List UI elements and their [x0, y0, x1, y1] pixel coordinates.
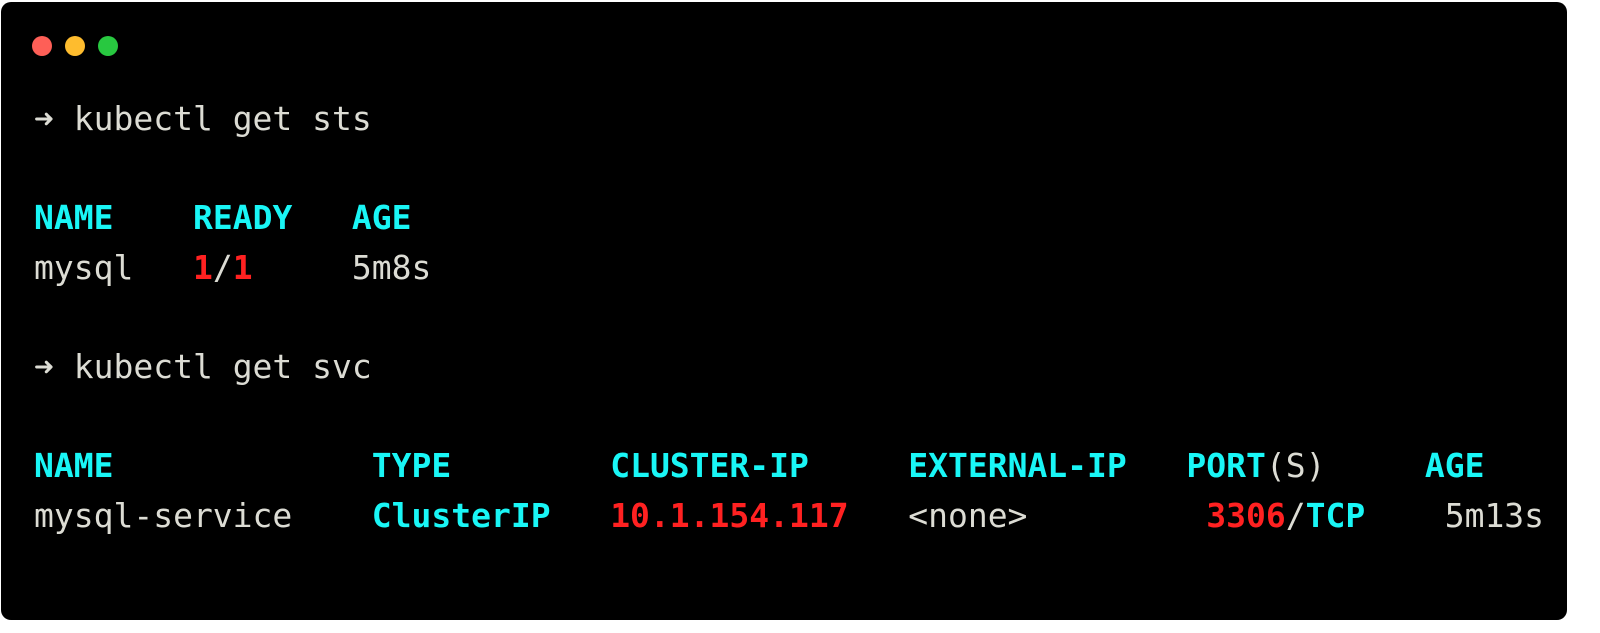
column-header: CLUSTER-IP: [610, 446, 809, 486]
terminal-output: ➜ kubectl get sts NAME READY AGE mysql 1…: [34, 94, 1564, 540]
svc-type: ClusterIP: [371, 495, 551, 535]
svc-protocol: TCP: [1305, 495, 1366, 535]
terminal-window: ➜ kubectl get sts NAME READY AGE mysql 1…: [1, 2, 1567, 620]
port-separator: /: [1285, 495, 1306, 535]
column-header: PORT: [1186, 446, 1266, 486]
command-line: ➜ kubectl get svc: [34, 342, 1564, 392]
minimize-button[interactable]: [65, 36, 85, 56]
svc-cluster-ip: 10.1.154.117: [610, 495, 849, 535]
column-header: READY: [192, 198, 293, 238]
column-header: AGE: [351, 198, 412, 238]
sts-age: 5m8s: [351, 247, 432, 287]
close-button[interactable]: [32, 36, 52, 56]
ready-separator: /: [212, 247, 233, 287]
column-header: EXTERNAL-IP: [908, 446, 1127, 486]
column-header: NAME: [34, 198, 114, 238]
sts-name: mysql: [34, 247, 134, 287]
sts-header-row: NAME READY AGE: [34, 193, 1564, 243]
ready-total: 1: [232, 247, 253, 287]
table-row: mysql 1/1 5m8s: [34, 243, 1564, 293]
prompt-arrow-icon: ➜: [34, 99, 54, 138]
maximize-button[interactable]: [98, 36, 118, 56]
column-header: NAME: [34, 446, 114, 486]
svc-external-ip: <none>: [908, 495, 1028, 535]
column-header: TYPE: [371, 446, 452, 486]
svc-age: 5m13s: [1444, 495, 1545, 535]
prompt-arrow-icon: ➜: [34, 346, 54, 386]
svc-port: 3306: [1206, 495, 1286, 535]
svc-name: mysql-service: [34, 495, 293, 535]
command-text: kubectl get sts: [73, 99, 372, 138]
column-header-suffix: (S): [1265, 446, 1326, 486]
command-line: ➜ kubectl get sts: [34, 94, 1564, 144]
ready-current: 1: [192, 247, 213, 287]
command-text: kubectl get svc: [73, 346, 372, 386]
window-controls: [32, 36, 118, 56]
table-row: mysql-service ClusterIP 10.1.154.117 <no…: [34, 491, 1564, 541]
svc-header-row: NAME TYPE CLUSTER-IP EXTERNAL-IP PORT(S)…: [34, 441, 1564, 491]
column-header: AGE: [1424, 446, 1485, 486]
